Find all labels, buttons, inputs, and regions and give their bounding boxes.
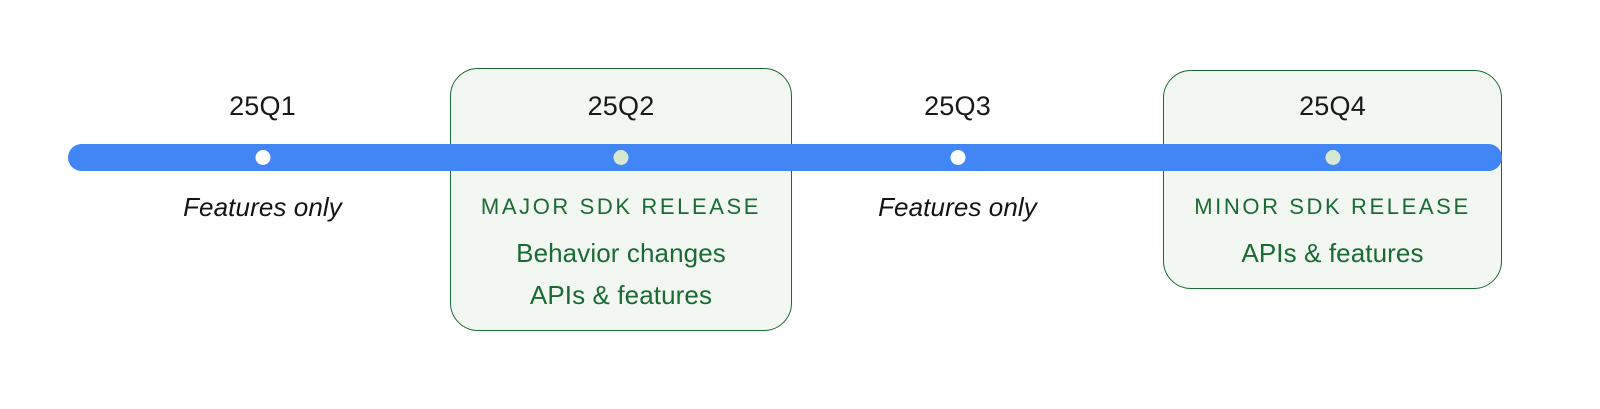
- quarter-notes-25q4: MINOR SDK RELEASE APIs & features: [1163, 190, 1502, 274]
- quarter-card-25q2: [450, 68, 792, 331]
- quarter-label-25q4: 25Q4: [1299, 91, 1366, 121]
- timeline-quarter-25q3: 25Q3 Features only: [838, 0, 1077, 409]
- timeline-quarter-25q2: 25Q2 MAJOR SDK RELEASE Behavior changes …: [450, 0, 792, 409]
- release-detail-line: APIs & features: [529, 280, 713, 310]
- timeline-quarter-25q1: 25Q1 Features only: [143, 0, 382, 409]
- timeline-dot-25q2: [613, 150, 629, 165]
- quarter-card-25q4: [1163, 70, 1502, 289]
- release-detail-line: Behavior changes: [516, 238, 726, 268]
- release-detail-line: APIs & features: [1241, 238, 1424, 268]
- quarter-label-25q1: 25Q1: [229, 91, 296, 121]
- release-kicker-25q4: MINOR SDK RELEASE: [1194, 194, 1471, 219]
- quarter-note-text: Features only: [878, 192, 1037, 222]
- timeline-dot-25q1: [255, 150, 270, 165]
- timeline-dot-25q3: [950, 150, 965, 165]
- quarter-notes-25q3: Features only: [838, 190, 1077, 224]
- timeline-quarter-25q4: 25Q4 MINOR SDK RELEASE APIs & features: [1163, 0, 1502, 409]
- quarter-notes-25q2: MAJOR SDK RELEASE Behavior changes APIs …: [450, 190, 792, 316]
- quarter-label-25q3: 25Q3: [924, 91, 991, 121]
- release-kicker-25q2: MAJOR SDK RELEASE: [480, 194, 762, 219]
- quarter-notes-25q1: Features only: [143, 190, 382, 224]
- timeline-rail: [68, 144, 1502, 171]
- timeline-dot-25q4: [1325, 150, 1340, 165]
- quarter-note-text: Features only: [183, 192, 342, 222]
- quarter-label-25q2: 25Q2: [587, 91, 655, 121]
